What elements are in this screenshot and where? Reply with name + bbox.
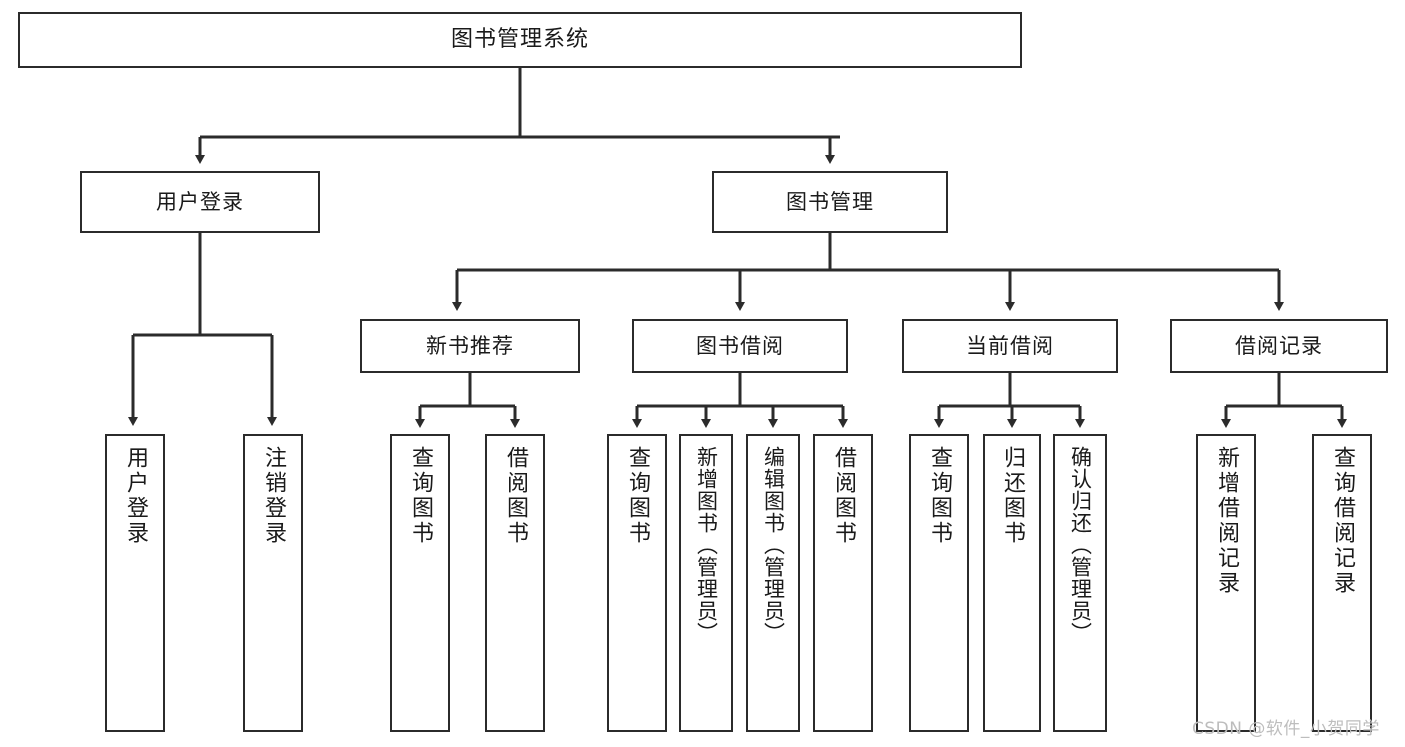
node-leaf-logout[interactable]: 注销登录 xyxy=(243,434,303,732)
node-leaf-return-book-label: 归还图书 xyxy=(1000,446,1025,546)
node-user-login-label: 用户登录 xyxy=(156,189,244,214)
node-book-manage-label: 图书管理 xyxy=(786,189,874,214)
node-current-borrow-label: 当前借阅 xyxy=(966,333,1054,358)
node-leaf-return-book[interactable]: 归还图书 xyxy=(983,434,1041,732)
node-user-login[interactable]: 用户登录 xyxy=(80,171,320,233)
node-leaf-query-record-label: 查询借阅记录 xyxy=(1330,446,1355,596)
node-borrow-record-label: 借阅记录 xyxy=(1235,333,1323,358)
node-leaf-borrow-book-1-label: 借阅图书 xyxy=(503,446,528,546)
node-book-borrow[interactable]: 图书借阅 xyxy=(632,319,848,373)
node-borrow-record[interactable]: 借阅记录 xyxy=(1170,319,1388,373)
node-leaf-borrow-book-2-label: 借阅图书 xyxy=(831,446,856,546)
node-leaf-edit-book[interactable]: 编辑图书（管理员） xyxy=(746,434,800,732)
node-leaf-borrow-book-1[interactable]: 借阅图书 xyxy=(485,434,545,732)
node-leaf-query-book-3-label: 查询图书 xyxy=(927,446,952,546)
node-book-manage[interactable]: 图书管理 xyxy=(712,171,948,233)
csdn-watermark: CSDN @软件_小贺同学 xyxy=(1192,719,1380,739)
node-leaf-add-book-label: 新增图书（管理员） xyxy=(694,446,719,644)
node-leaf-query-book-2[interactable]: 查询图书 xyxy=(607,434,667,732)
node-leaf-user-login[interactable]: 用户登录 xyxy=(105,434,165,732)
node-leaf-query-book-2-label: 查询图书 xyxy=(625,446,650,546)
node-root-label: 图书管理系统 xyxy=(450,27,589,53)
node-leaf-query-book-1-label: 查询图书 xyxy=(408,446,433,546)
node-leaf-confirm-return[interactable]: 确认归还（管理员） xyxy=(1053,434,1107,732)
node-current-borrow[interactable]: 当前借阅 xyxy=(902,319,1118,373)
node-leaf-query-record[interactable]: 查询借阅记录 xyxy=(1312,434,1372,732)
node-leaf-add-book[interactable]: 新增图书（管理员） xyxy=(679,434,733,732)
node-leaf-confirm-return-label: 确认归还（管理员） xyxy=(1068,446,1093,644)
node-leaf-user-login-label: 用户登录 xyxy=(123,446,148,546)
node-leaf-query-book-3[interactable]: 查询图书 xyxy=(909,434,969,732)
node-leaf-add-record[interactable]: 新增借阅记录 xyxy=(1196,434,1256,732)
node-book-borrow-label: 图书借阅 xyxy=(696,333,784,358)
node-leaf-add-record-label: 新增借阅记录 xyxy=(1214,446,1239,596)
node-leaf-logout-label: 注销登录 xyxy=(261,446,286,546)
node-leaf-borrow-book-2[interactable]: 借阅图书 xyxy=(813,434,873,732)
node-leaf-query-book-1[interactable]: 查询图书 xyxy=(390,434,450,732)
node-root[interactable]: 图书管理系统 xyxy=(18,12,1022,68)
node-leaf-edit-book-label: 编辑图书（管理员） xyxy=(761,446,786,644)
node-new-book-rec[interactable]: 新书推荐 xyxy=(360,319,580,373)
node-new-book-rec-label: 新书推荐 xyxy=(426,333,514,358)
